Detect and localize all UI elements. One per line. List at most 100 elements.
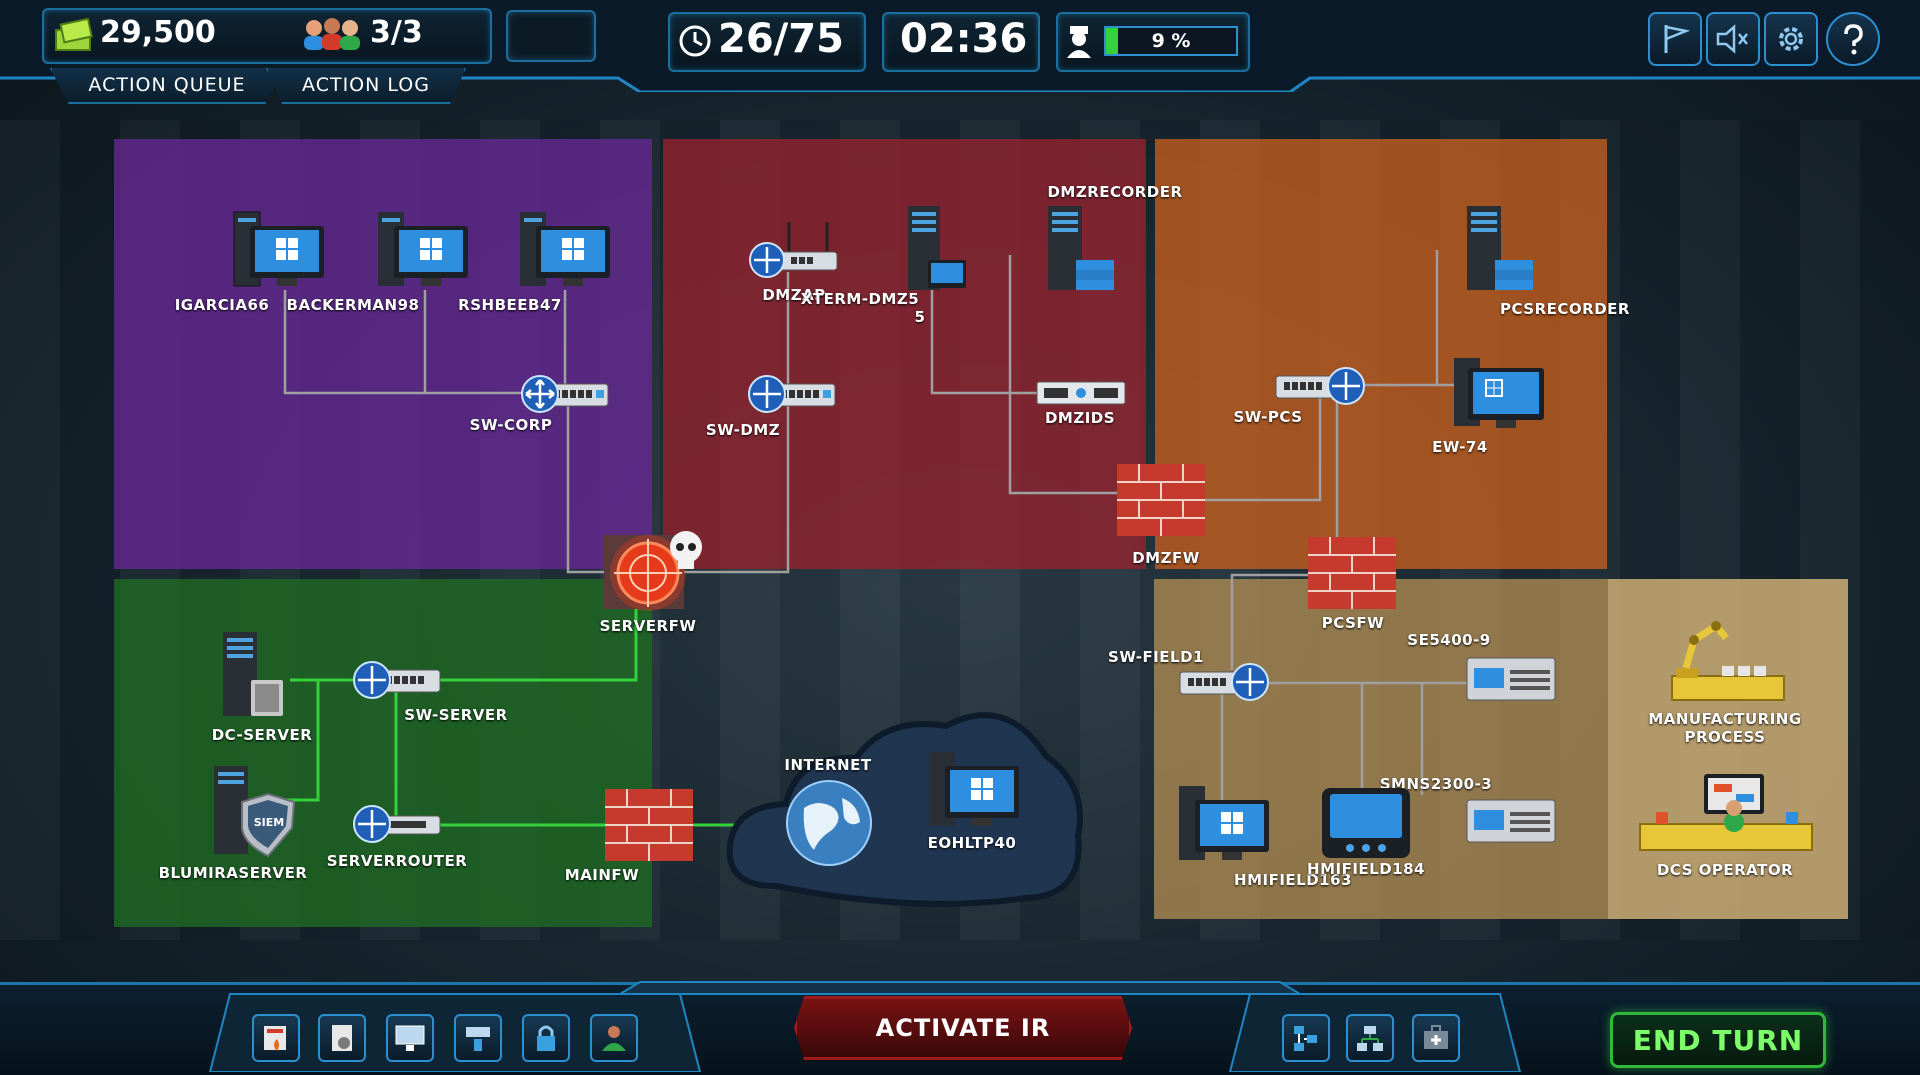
label-hmifield163: HMIFIELD163 [1234, 871, 1352, 889]
firewall-serverfw[interactable] [590, 525, 710, 615]
switch-sw-corp[interactable] [520, 372, 610, 416]
switch-sw-field1[interactable] [1178, 660, 1270, 704]
document-settings-icon [332, 1025, 352, 1051]
label-rshbeeb47: RSHBEEB47 [458, 296, 562, 314]
label-mainfw: MAINFW [564, 866, 640, 884]
action-log-tab[interactable]: ACTION LOG [266, 68, 466, 104]
flag-icon [1664, 25, 1690, 53]
tool-medkit-button[interactable] [1412, 1014, 1460, 1062]
clock-icon [679, 25, 711, 57]
staff-value: 3/3 [370, 15, 423, 50]
label-serverfw: SERVERFW [599, 617, 697, 635]
tool-monitor-button[interactable] [386, 1014, 434, 1062]
label-backerman98: BACKERMAN98 [286, 296, 420, 314]
label-xterm-dmz5-suffix: 5 [914, 308, 926, 326]
tool-network-button[interactable] [454, 1014, 502, 1062]
tool-topology-button[interactable] [1282, 1014, 1330, 1062]
windows-workstation-icon [233, 211, 324, 287]
label-sw-dmz: SW-DMZ [705, 421, 781, 439]
switch-icon [521, 375, 609, 413]
action-queue-tab[interactable]: ACTION QUEUE [50, 68, 284, 104]
gear-icon [1779, 27, 1803, 51]
label-sw-server: SW-SERVER [404, 706, 508, 724]
label-dmzfw: DMZFW [1132, 549, 1200, 567]
hmi-hmifield184[interactable] [1320, 786, 1412, 860]
server-xterm-dmz5[interactable] [906, 204, 968, 294]
workstation-eohltp40[interactable] [927, 750, 1021, 830]
wireless-router-icon [749, 222, 838, 278]
mute-button[interactable] [1706, 12, 1760, 66]
threat-percent: 9 % [1151, 30, 1191, 52]
ids-dmzids[interactable] [1036, 380, 1126, 406]
label-internet: INTERNET [784, 756, 872, 774]
label-smns2300-3: SMNS2300-3 [1379, 775, 1493, 793]
switch-sw-server[interactable] [352, 658, 442, 702]
monitor-icon [395, 1025, 425, 1051]
timer-value: 02:36 [900, 16, 1028, 62]
globe-icon [786, 780, 872, 866]
switch-sw-pcs[interactable] [1274, 364, 1366, 408]
router-serverrouter[interactable] [352, 802, 442, 846]
label-sw-corp: SW-CORP [469, 416, 553, 434]
workstation-backerman98[interactable] [376, 210, 470, 290]
end-turn-button[interactable]: END TURN [1610, 1012, 1826, 1068]
network-tool-icon [466, 1027, 490, 1051]
server-pcsrecorder[interactable] [1465, 204, 1535, 294]
dcs-operator[interactable] [1636, 772, 1816, 858]
turn-value: 26/75 [718, 16, 844, 62]
label-eohltp40: EOHLTP40 [927, 834, 1017, 852]
incident-report-icon [264, 1026, 286, 1051]
switch-sw-dmz[interactable] [747, 372, 837, 416]
workstation-rshbeeb47[interactable] [518, 210, 612, 290]
label-pcsrecorder: PCSRECORDER [1500, 300, 1630, 318]
engineering-workstation-icon [1454, 358, 1544, 428]
workstation-ew-74[interactable] [1452, 356, 1546, 430]
switch-icon [748, 375, 836, 413]
siem-badge: SIEM [253, 816, 285, 829]
tool-incident-report-button[interactable] [252, 1014, 300, 1062]
firewall-pcsfw[interactable] [1308, 537, 1396, 609]
manufacturing-process[interactable] [1668, 620, 1788, 704]
windows-workstation-icon [520, 212, 610, 286]
label-se5400-9: SE5400-9 [1407, 631, 1491, 649]
windows-workstation-icon [929, 752, 1019, 826]
plc-smns2300-3[interactable] [1466, 798, 1556, 844]
settings-button[interactable] [1764, 12, 1818, 66]
firewall-mainfw[interactable] [605, 789, 693, 861]
server-blumiraserver[interactable]: SIEM [212, 764, 296, 858]
activate-ir-label: ACTIVATE IR [875, 1014, 1051, 1042]
firewall-icon [1308, 537, 1396, 609]
server-dc-server[interactable] [221, 630, 287, 720]
staff-icon [304, 18, 360, 50]
globe-internet[interactable] [784, 778, 874, 868]
label-sw-pcs: SW-PCS [1233, 408, 1303, 426]
label-pcsfw: PCSFW [1321, 614, 1385, 632]
tool-network-map-button[interactable] [1346, 1014, 1394, 1062]
money-icon [55, 18, 93, 51]
officer-icon [1067, 26, 1091, 58]
activate-ir-button[interactable]: ACTIVATE IR [794, 996, 1132, 1060]
label-dc-server: DC-SERVER [211, 726, 313, 744]
mute-icon [1716, 24, 1748, 54]
workstation-igarcia66[interactable] [232, 210, 326, 290]
tool-analyst-button[interactable] [590, 1014, 638, 1062]
operator-console-icon [1639, 774, 1813, 851]
hmi-hmifield163[interactable] [1177, 784, 1271, 864]
label-sw-field1: SW-FIELD1 [1108, 648, 1204, 666]
resources-panel [42, 8, 492, 64]
tool-document-settings-button[interactable] [318, 1014, 366, 1062]
firewall-dmzfw[interactable] [1117, 464, 1205, 536]
access-point-dmzap[interactable] [747, 220, 839, 280]
server-terminal-icon [908, 206, 966, 290]
server-dmzrecorder[interactable] [1046, 204, 1116, 294]
recorder-server-icon [1467, 206, 1533, 290]
plc-se5400-9[interactable] [1466, 656, 1556, 702]
money-value: 29,500 [100, 15, 216, 50]
label-serverrouter: SERVERROUTER [326, 852, 468, 870]
blank-panel [506, 10, 596, 62]
tool-lock-button[interactable] [522, 1014, 570, 1062]
zone-pcs [1155, 139, 1607, 569]
flag-button[interactable] [1648, 12, 1702, 66]
help-button[interactable] [1826, 12, 1880, 66]
